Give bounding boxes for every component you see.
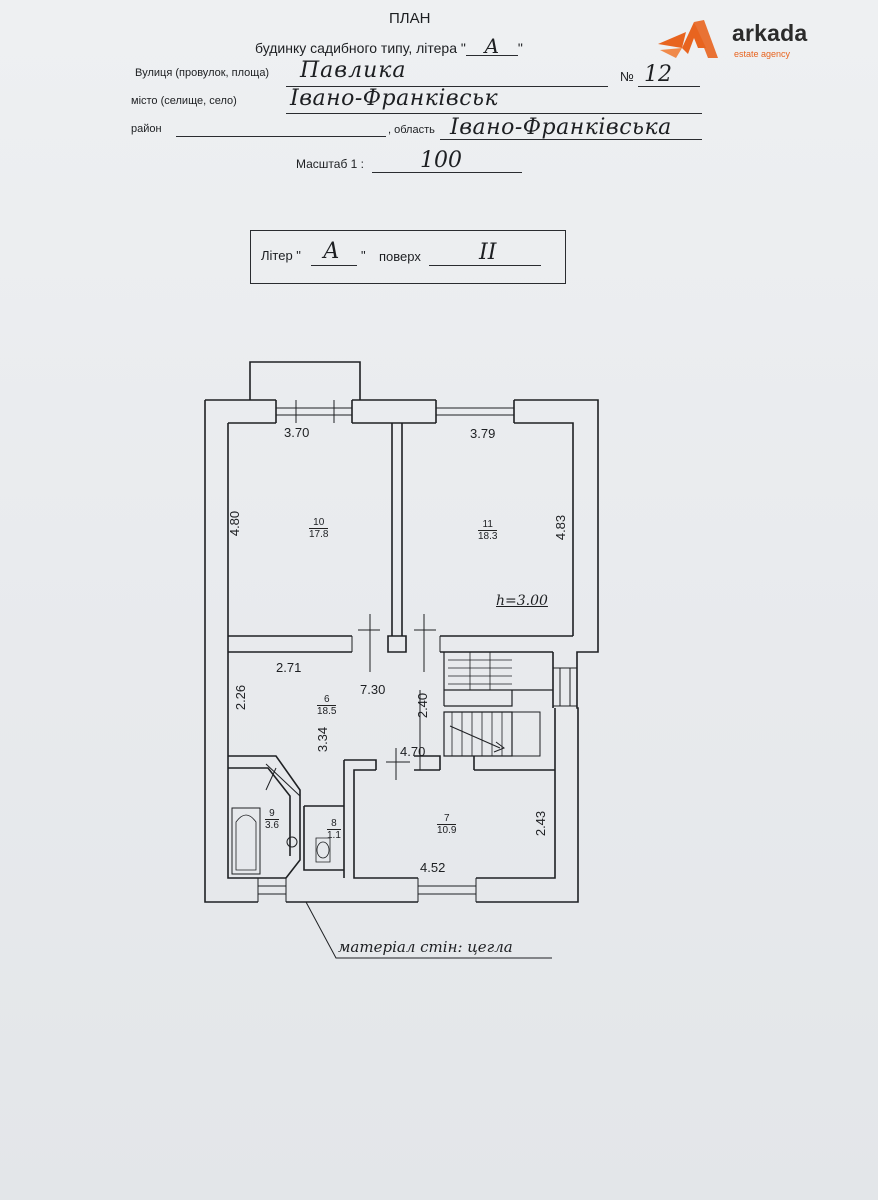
region-underline	[440, 139, 702, 140]
city-underline	[286, 113, 702, 114]
dim-hall-length: 7.30	[360, 682, 386, 697]
room-7-number: 7	[437, 813, 457, 825]
room-11-number: 11	[478, 519, 498, 531]
city-label: місто (селище, село)	[131, 95, 237, 107]
dim-room7-top: 4.70	[400, 744, 426, 759]
floor-box: Літер " А " поверх II	[250, 230, 566, 284]
outer-wall-inner	[227, 422, 574, 879]
city-value: Івано-Франківськ	[290, 86, 499, 111]
floor-liter-suffix: "	[361, 248, 366, 263]
material-note: матеріал стін: цегла	[338, 938, 513, 956]
room-9-area: 3.6	[265, 820, 279, 831]
subtitle-liter: А	[465, 36, 518, 56]
scale-underline	[372, 172, 522, 173]
number-underline	[638, 86, 700, 87]
dim-room10-depth: 4.80	[227, 510, 243, 537]
plan-title: ПЛАН	[389, 10, 431, 27]
logo-name: arkada	[732, 20, 808, 46]
dim-stair-depth: 2.40	[415, 692, 431, 719]
district-underline	[176, 136, 386, 137]
room-8-number: 8	[327, 818, 341, 830]
room-10-area: 17.8	[309, 529, 329, 540]
arkada-logo: arkada estate agency	[656, 18, 846, 68]
room-10-number: 10	[309, 517, 329, 529]
room-8-label: 8 1.1	[327, 818, 341, 841]
floor-liter-prefix: Літер "	[261, 248, 301, 263]
room-11-label: 11 18.3	[478, 519, 498, 542]
scale-value: 100	[420, 148, 462, 173]
floor-liter-value: А	[323, 239, 340, 264]
number-label: №	[620, 69, 634, 84]
room-7-area: 10.9	[437, 825, 457, 836]
floor-label: поверх	[379, 249, 421, 264]
dim-room11-width: 3.79	[470, 426, 496, 441]
logo-tagline: estate agency	[734, 49, 791, 59]
dim-hall-left: 2.26	[233, 684, 249, 711]
height-note: h=3.00	[496, 593, 548, 609]
floor-underline	[429, 265, 541, 266]
room-11-area: 18.3	[478, 531, 498, 542]
room-6-label: 6 18.5	[317, 694, 337, 717]
dim-room7-depth: 2.43	[533, 810, 549, 837]
dim-room7-bottom: 4.52	[420, 860, 446, 875]
floor-liter-underline	[311, 265, 357, 266]
room-10-label: 10 17.8	[309, 517, 329, 540]
dim-corridor-width: 2.71	[276, 660, 302, 675]
balcony-outline	[249, 361, 361, 400]
dim-room10-width: 3.70	[284, 425, 310, 440]
region-label: , область	[388, 124, 435, 136]
street-label: Вулиця (провулок, площа)	[135, 67, 270, 79]
outer-wall-outer	[204, 399, 599, 903]
room-8-area: 1.1	[327, 830, 341, 841]
street-value: Павлика	[300, 58, 407, 83]
arkada-logo-icon	[658, 20, 718, 58]
room-9-label: 9 3.6	[265, 808, 279, 831]
district-label: район	[131, 123, 162, 135]
floor-value: II	[479, 240, 497, 265]
room-7-label: 7 10.9	[437, 813, 457, 836]
street-underline	[286, 86, 608, 87]
scale-label: Масштаб 1 :	[296, 157, 365, 171]
subtitle-suffix: "	[517, 40, 523, 56]
subtitle-prefix: будинку садибного типу, літера "	[255, 40, 466, 56]
plan-subtitle: будинку садибного типу, літера "А"	[255, 36, 523, 56]
room-9-number: 9	[265, 808, 279, 820]
room-6-area: 18.5	[317, 706, 337, 717]
dim-room11-depth: 4.83	[553, 514, 569, 541]
region-value: Івано-Франківська	[450, 115, 672, 140]
dim-hall-depth: 3.34	[315, 726, 331, 753]
number-value: 12	[644, 62, 672, 87]
room-6-number: 6	[317, 694, 337, 706]
